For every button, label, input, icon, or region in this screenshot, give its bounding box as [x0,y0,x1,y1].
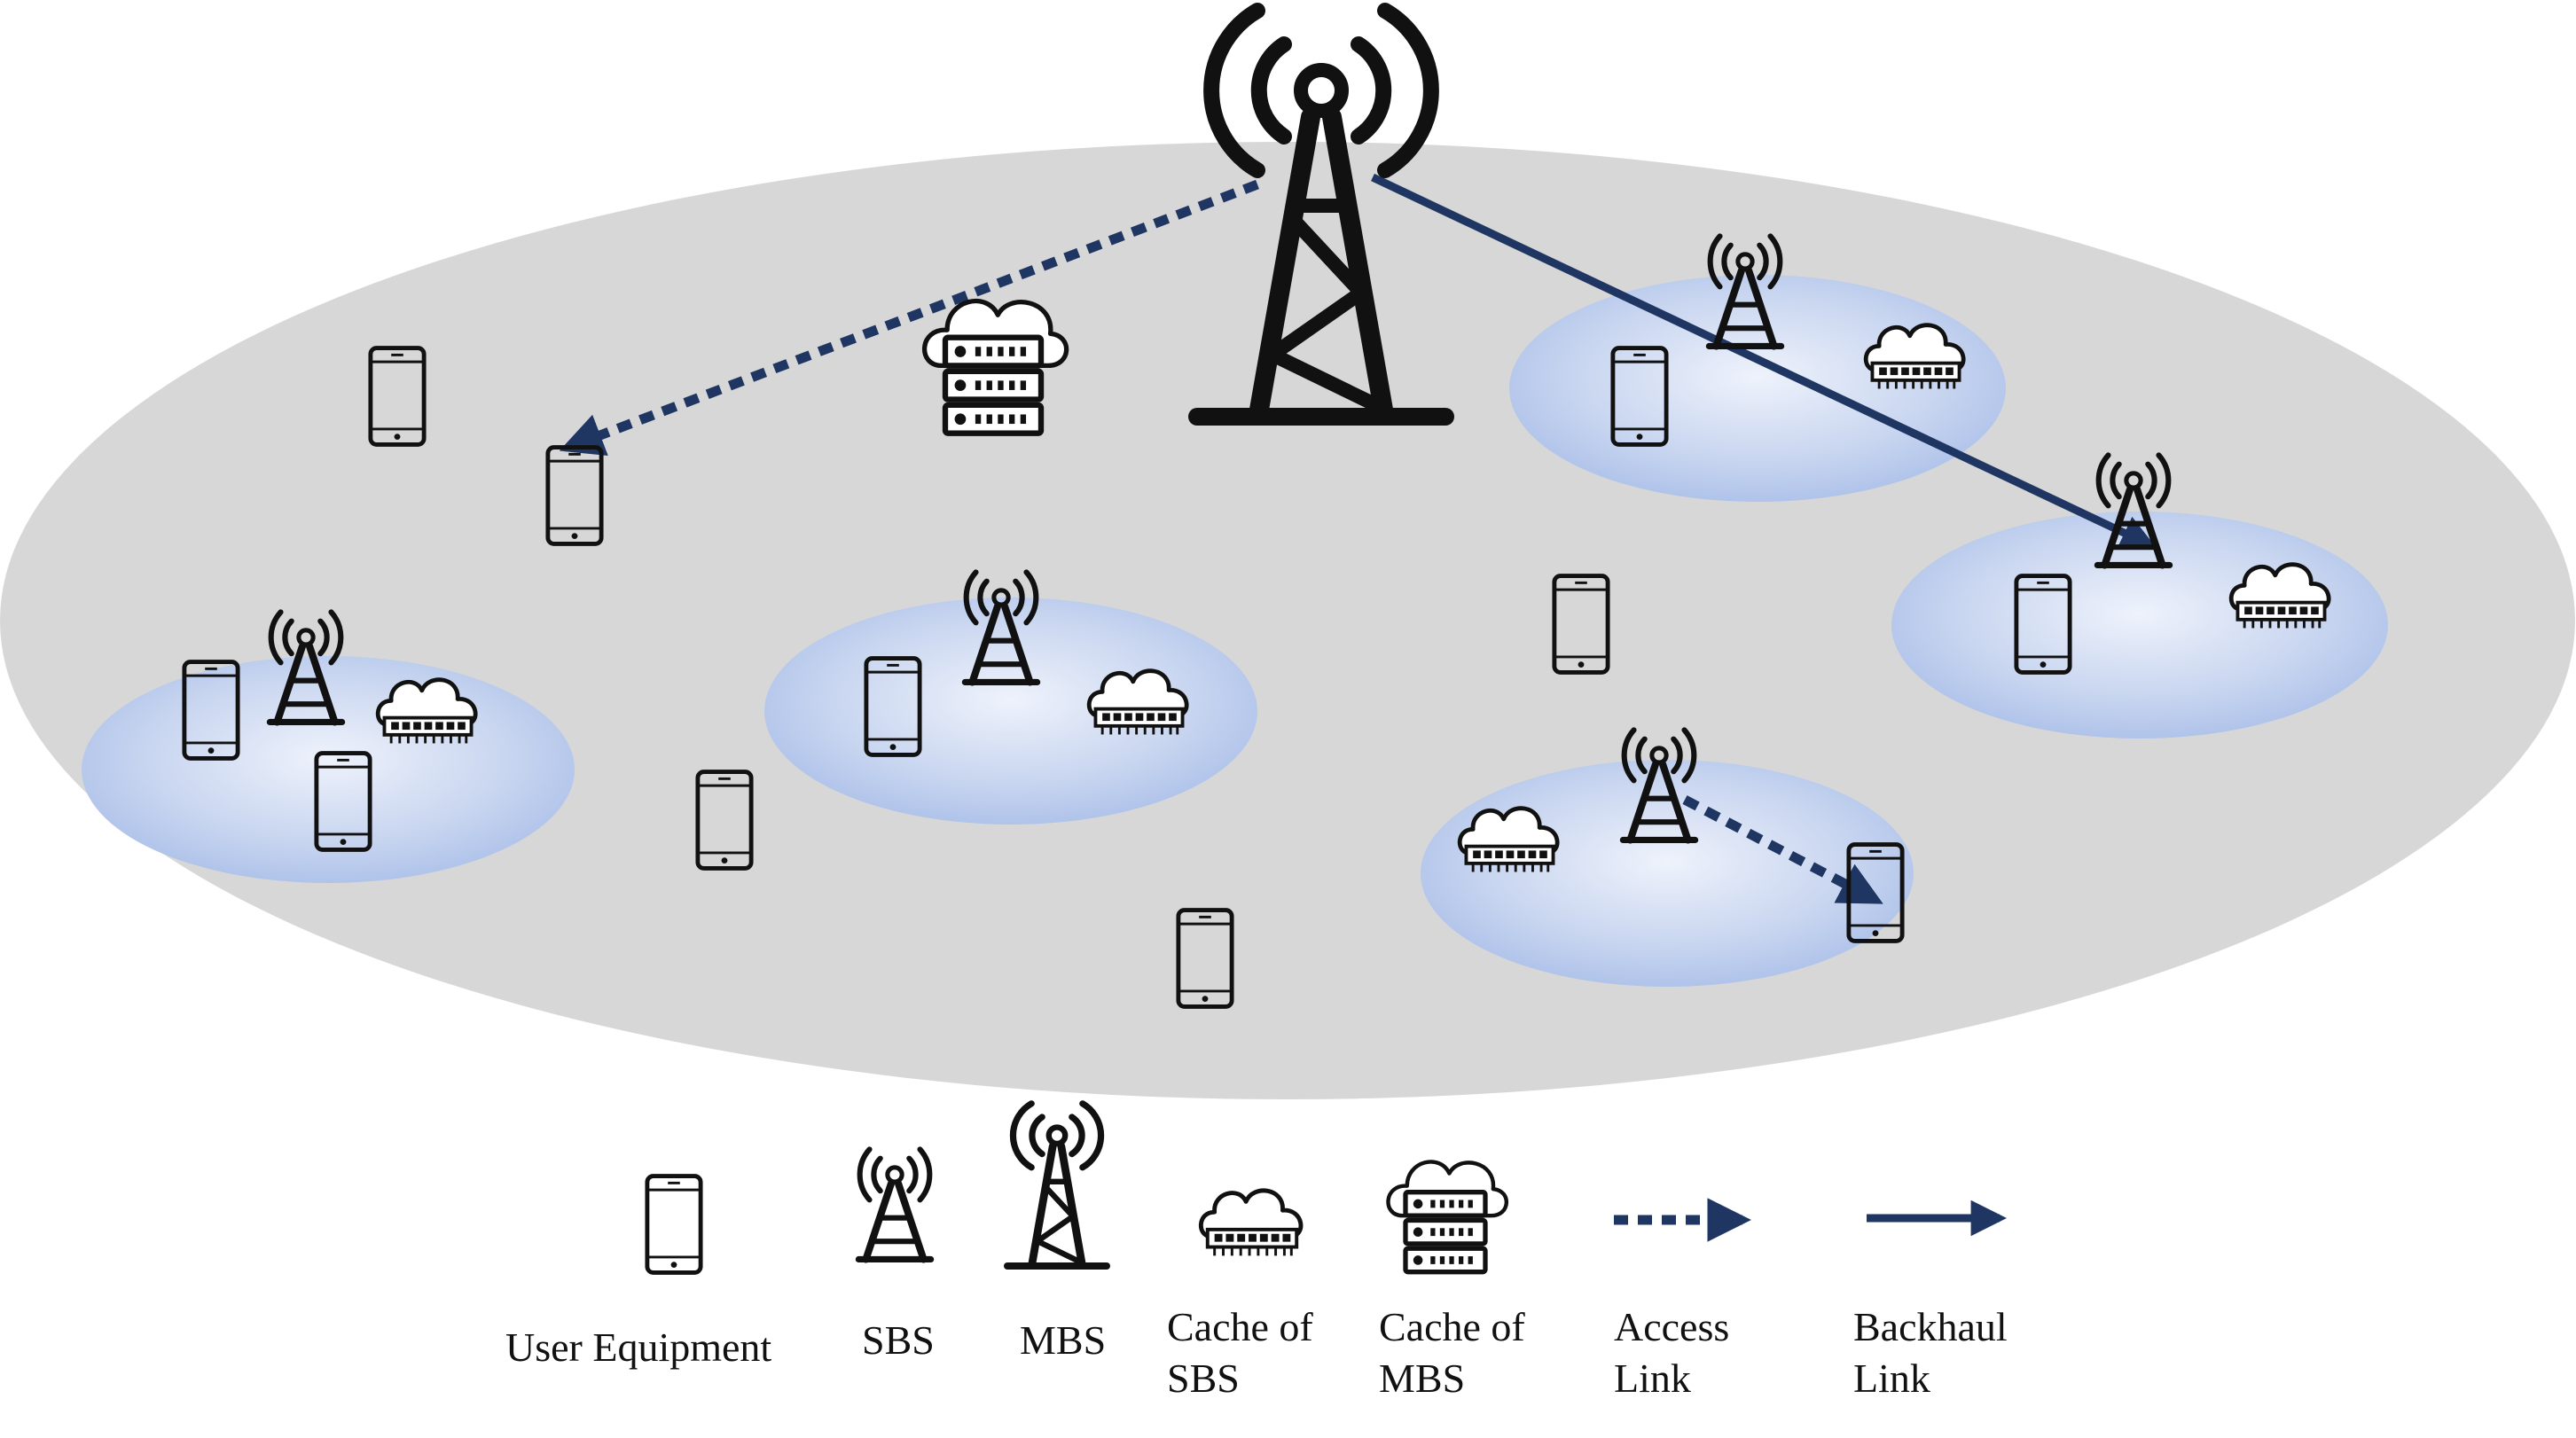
legend-label-user-equipment: User Equipment [505,1325,772,1370]
smartphone-icon [647,1176,701,1273]
cloud-server-icon [1388,1161,1506,1271]
access-link-arrow [559,179,1259,456]
legend [647,1104,2008,1273]
backhaul-link-arrow [1371,173,2157,550]
legend-label-sbs: SBS [862,1317,935,1363]
small-cell-coverage [1421,760,1914,987]
small-cell-coverage [764,598,1257,825]
access-link-arrow [1682,795,1883,904]
small-tower-icon [858,1149,930,1259]
macro-tower-icon [1007,1104,1107,1266]
cloud-ram-icon [1201,1191,1301,1256]
legend-label-mbs: MBS [1020,1317,1107,1363]
